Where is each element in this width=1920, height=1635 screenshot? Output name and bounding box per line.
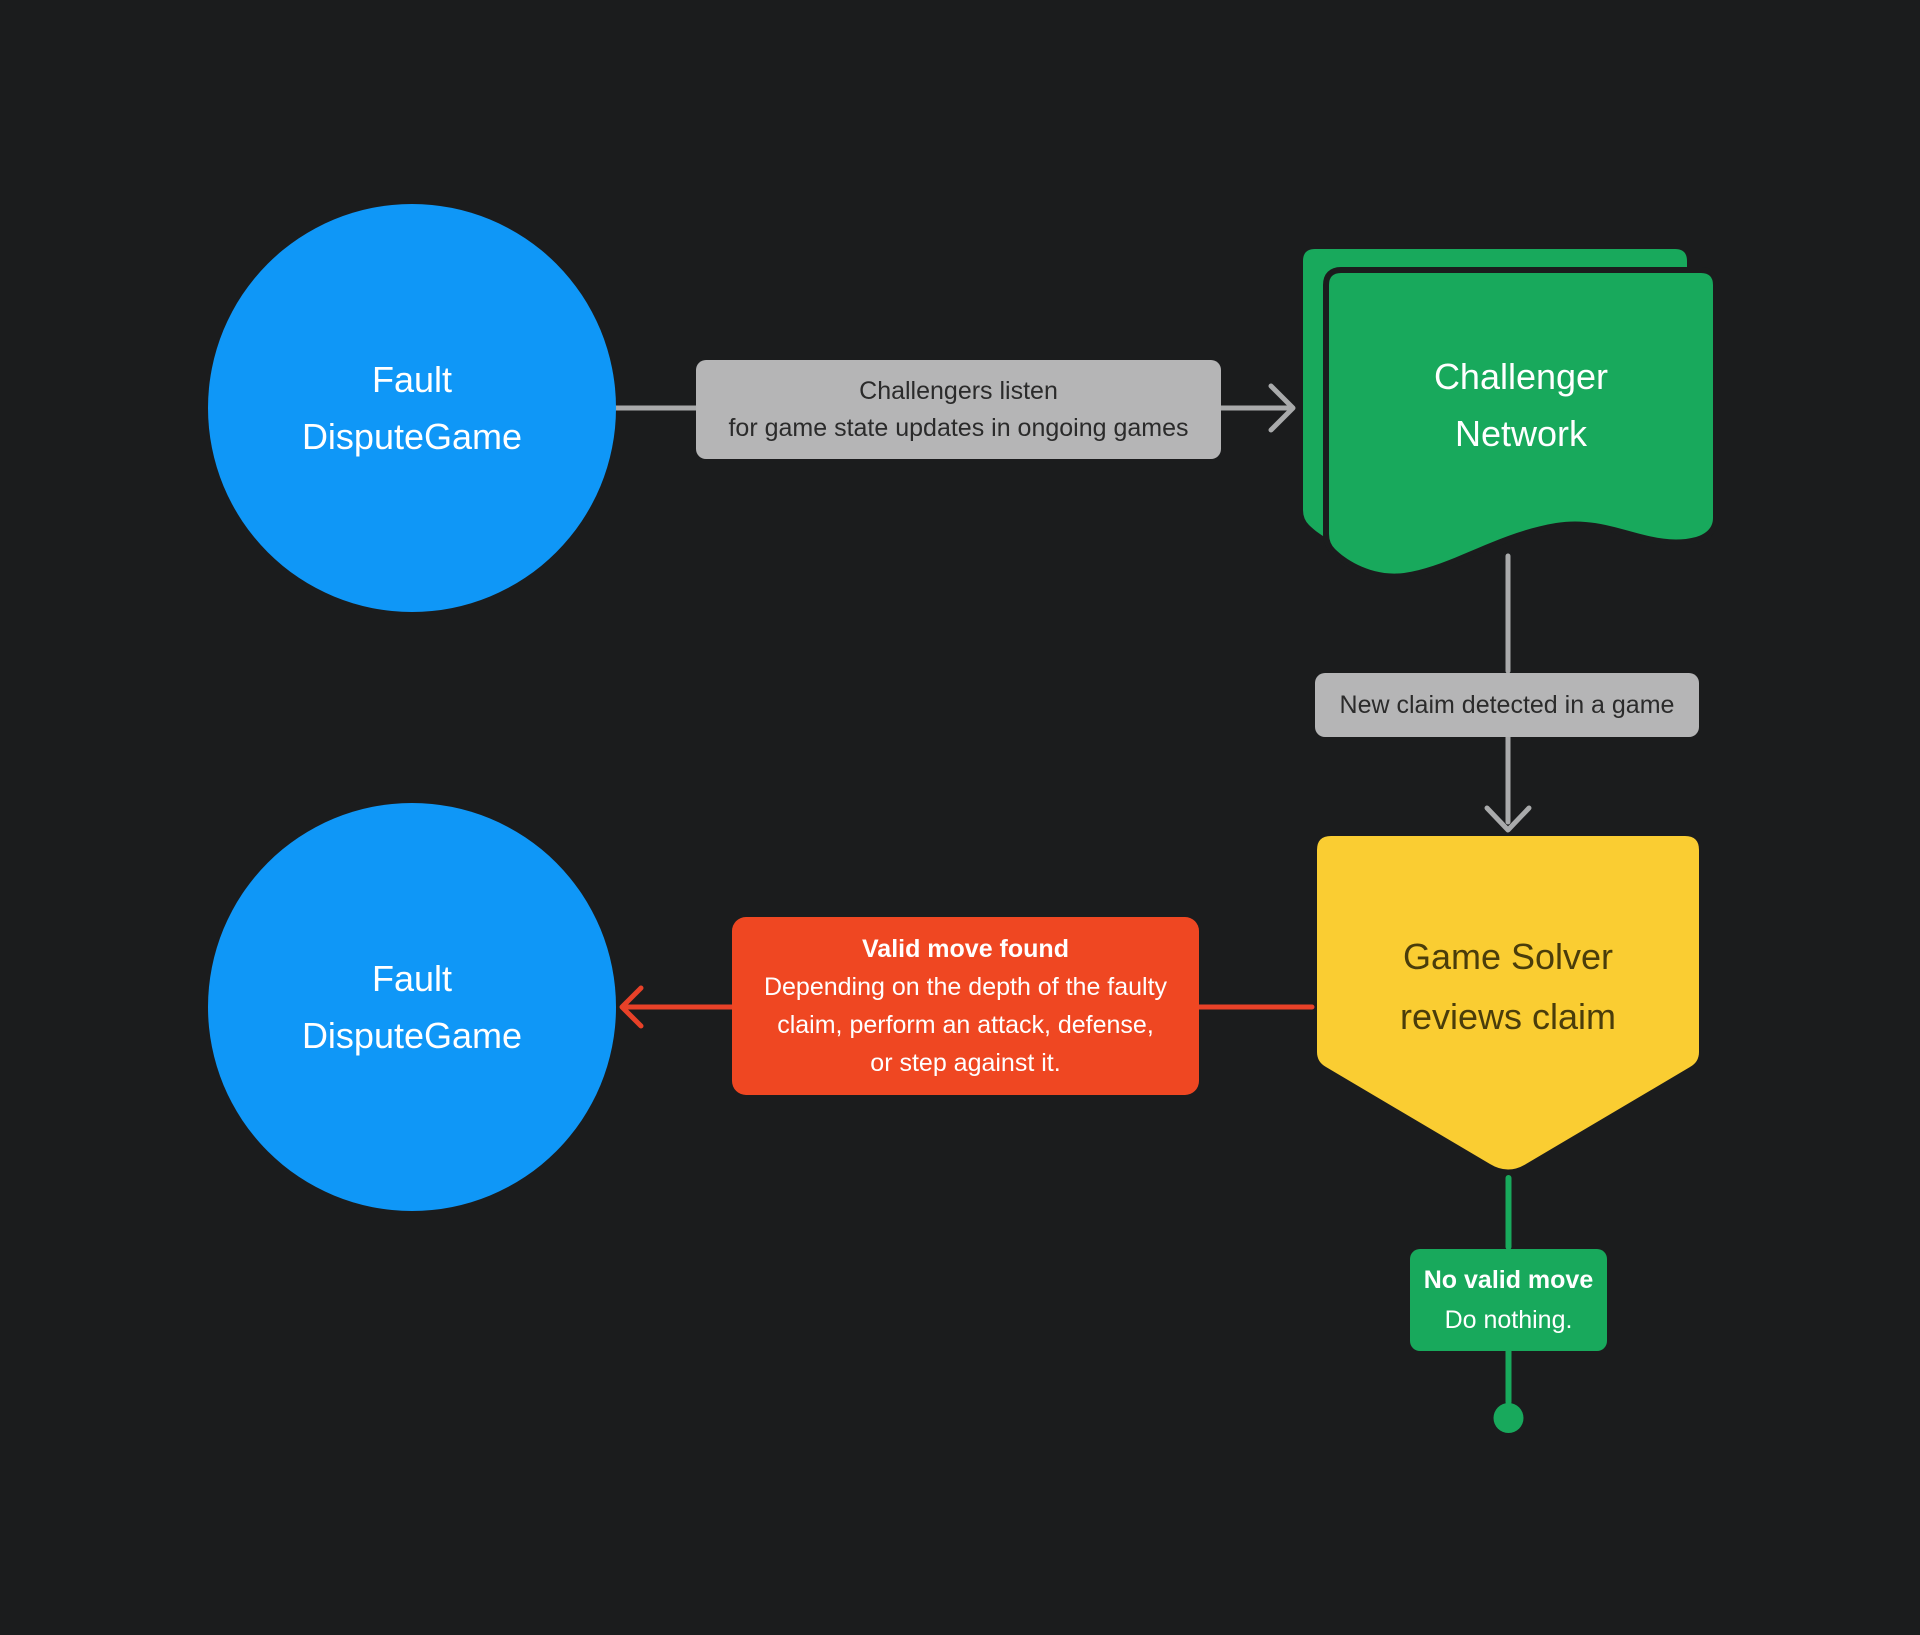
valid-move-found-callout: Valid move found Depending on the depth … (732, 917, 1199, 1095)
callout-title: Valid move found (862, 935, 1069, 963)
game-solver-node-label: Game Solver reviews claim (1317, 836, 1699, 1138)
challenger-network-node-front (1323, 267, 1719, 580)
challenger-network-node-label: Challenger Network (1329, 273, 1713, 537)
node-label-line: Fault (371, 958, 453, 999)
game-solver-node-shape (1317, 836, 1699, 1170)
fault-dispute-game-node-bottom: Fault DisputeGame (208, 803, 616, 1211)
callout-title: No valid move (1423, 1266, 1594, 1294)
new-claim-label: New claim detected in a game (1315, 673, 1699, 737)
node-label-line: DisputeGame (301, 1015, 523, 1056)
callout-line: Depending on the depth of the faulty (763, 973, 1168, 1001)
arrow-head-right-icon (1268, 383, 1296, 433)
node-label-line: DisputeGame (301, 416, 523, 457)
label-line: for game state updates in ongoing games (728, 413, 1189, 442)
arrow-head-down-icon (1484, 805, 1532, 833)
callout-line: or step against it. (870, 1049, 1061, 1077)
label-line: New claim detected in a game (1339, 690, 1675, 719)
arrow-head-left-icon (619, 985, 644, 1029)
node-label-line: Fault (371, 359, 453, 400)
node-label-line: reviews claim (1399, 996, 1617, 1037)
callout-line: Do nothing. (1444, 1306, 1573, 1334)
node-label-line: Game Solver (1402, 936, 1614, 977)
challengers-listen-label: Challengers listen for game state update… (696, 360, 1221, 459)
no-valid-move-callout: No valid move Do nothing. (1410, 1249, 1607, 1351)
flow-end-dot (1493, 1403, 1524, 1433)
node-label-line: Challenger (1433, 356, 1609, 397)
label-line: Challengers listen (859, 376, 1058, 405)
node-label-line: Network (1454, 413, 1588, 454)
callout-line: claim, perform an attack, defense, (777, 1011, 1154, 1039)
fault-dispute-game-node-top: Fault DisputeGame (208, 204, 616, 612)
